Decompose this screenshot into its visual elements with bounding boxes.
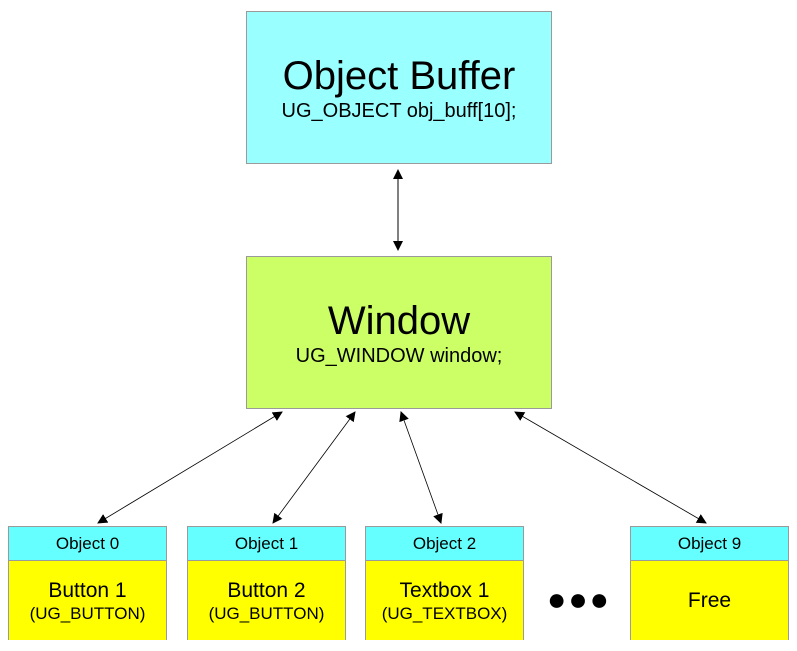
object-2-name: Textbox 1 [399, 578, 490, 602]
object-1-body: Button 2 (UG_BUTTON) [188, 561, 345, 640]
arrow-window-object1 [272, 411, 356, 524]
object-buffer-declaration: UG_OBJECT obj_buff[10]; [281, 99, 517, 122]
object-0-type: (UG_BUTTON) [29, 603, 146, 623]
arrow-window-object9 [514, 411, 707, 524]
object-2-box: Object 2 Textbox 1 (UG_TEXTBOX) [365, 526, 524, 640]
arrow-window-object2 [399, 411, 443, 524]
object-buffer-box: Object Buffer UG_OBJECT obj_buff[10]; [246, 11, 552, 164]
object-1-header: Object 1 [188, 527, 345, 561]
object-2-header: Object 2 [366, 527, 523, 561]
object-9-header: Object 9 [631, 527, 788, 561]
object-1-name: Button 2 [227, 578, 306, 602]
object-2-type: (UG_TEXTBOX) [381, 603, 508, 623]
object-9-body: Free [631, 561, 788, 640]
window-title: Window [327, 298, 471, 343]
object-9-name: Free [687, 588, 732, 612]
object-0-header: Object 0 [9, 527, 166, 561]
object-2-body: Textbox 1 (UG_TEXTBOX) [366, 561, 523, 640]
window-declaration: UG_WINDOW window; [295, 344, 503, 367]
object-0-name: Button 1 [48, 578, 127, 602]
object-1-type: (UG_BUTTON) [208, 603, 325, 623]
ellipsis-dots: ●●● [547, 580, 611, 617]
object-9-box: Object 9 Free [630, 526, 789, 640]
object-0-body: Button 1 (UG_BUTTON) [9, 561, 166, 640]
object-1-box: Object 1 Button 2 (UG_BUTTON) [187, 526, 346, 640]
object-buffer-title: Object Buffer [282, 53, 516, 98]
object-0-box: Object 0 Button 1 (UG_BUTTON) [8, 526, 167, 640]
arrow-window-object0 [97, 411, 283, 524]
window-box: Window UG_WINDOW window; [246, 256, 552, 409]
